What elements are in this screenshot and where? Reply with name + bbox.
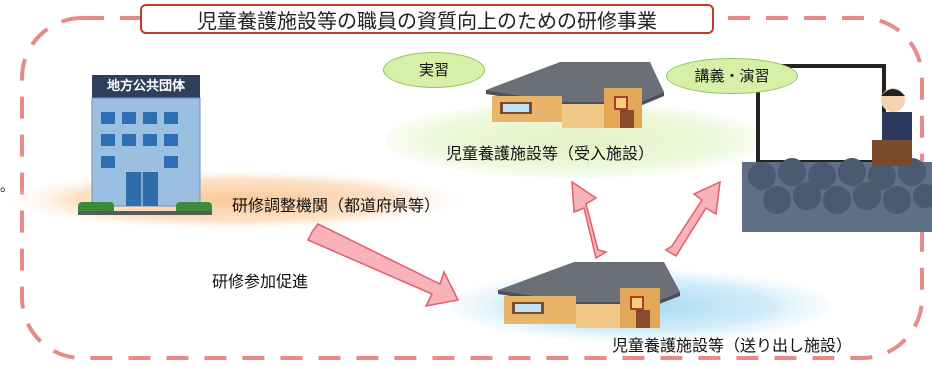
office-building-icon <box>78 75 212 215</box>
arrow-to-practice <box>571 180 608 260</box>
practice-bubble: 実習 <box>383 52 485 88</box>
edge-mark: 。 <box>0 179 14 195</box>
arrow-to-lecture <box>664 180 721 258</box>
promote-participation-label: 研修参加促進 <box>212 272 309 291</box>
sending-facility-house-icon <box>498 262 680 328</box>
building-sign: 地方公共団体 <box>106 79 185 94</box>
receiving-facility-house-icon <box>486 62 664 128</box>
lecture-bubble: 講義・演習 <box>666 58 798 94</box>
receiving-facility-label: 児童養護施設等（受入施設） <box>446 144 655 163</box>
page-title: 児童養護施設等の職員の資質向上のための研修事業 <box>140 4 714 34</box>
promote-arrow <box>306 223 460 308</box>
lecture-scene-icon <box>742 64 932 232</box>
sending-facility-label: 児童養護施設等（送り出し施設） <box>612 336 853 355</box>
receiving-facility-glow <box>385 102 765 178</box>
local-gov-label: 研修調整機関（都道府県等） <box>232 196 441 215</box>
